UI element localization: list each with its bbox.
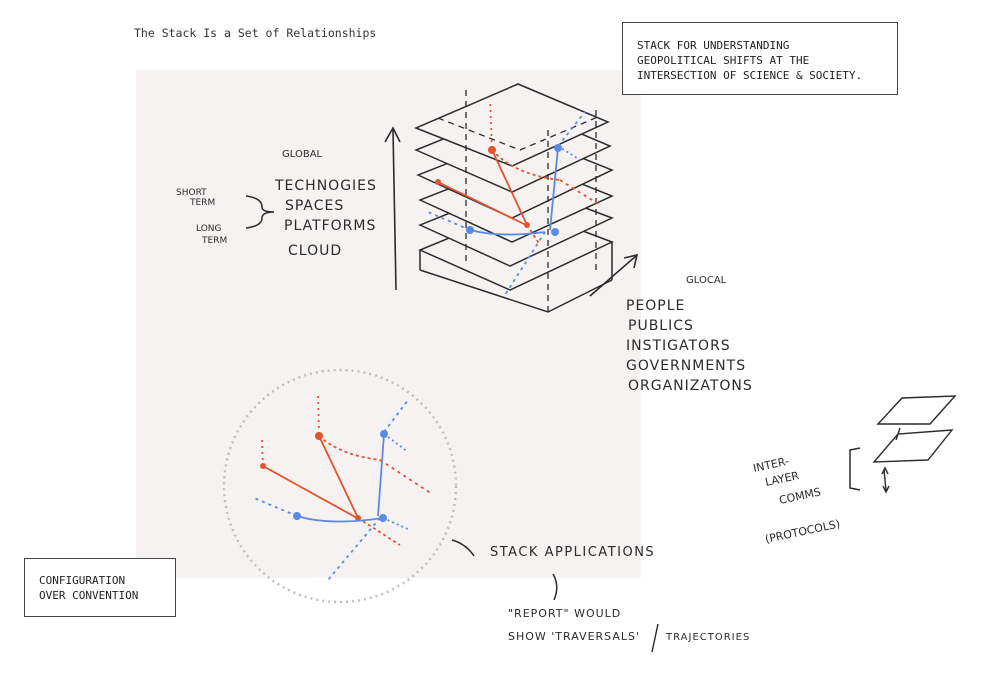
diagonal-arrow-icon: [589, 253, 639, 297]
detail-circle: [222, 368, 458, 604]
slash-mark: [651, 623, 659, 653]
configuration-line: CONFIGURATION: [39, 574, 126, 587]
layer-list-item: CLOUD: [288, 243, 342, 259]
layer-list-item: PLATFORMS: [284, 218, 376, 234]
long-term-label: LONG: [196, 224, 222, 234]
description-line: GEOPOLITICAL SHIFTS AT THE: [637, 54, 810, 67]
detail-red-traversal: [261, 391, 433, 546]
long-term-label: TERM: [201, 236, 227, 246]
layer-stack: [414, 83, 614, 313]
red-nodes: [435, 146, 530, 228]
detail-blue-nodes: [293, 430, 388, 522]
blue-traversal: [427, 111, 586, 296]
actor-list-item: PEOPLE: [626, 298, 685, 314]
blue-nodes: [466, 144, 562, 236]
layer-list-item: SPACES: [285, 198, 344, 214]
connector-line: [552, 573, 558, 601]
connector-line: [451, 539, 475, 557]
global-label: GLOBAL: [282, 149, 323, 160]
bracket-icon: [849, 447, 861, 491]
short-term-label: TERM: [189, 198, 215, 208]
stack-applications-label: STACK APPLICATIONS: [490, 545, 655, 560]
short-term-label: SHORT: [176, 188, 207, 198]
description-line: INTERSECTION OF SCIENCE & SOCIETY.: [637, 69, 863, 82]
report-line: SHOW 'TRAVERSALS': [508, 630, 640, 643]
actor-list-item: INSTIGATORS: [626, 338, 731, 354]
actor-list-item: PUBLICS: [628, 318, 694, 334]
description-line: STACK FOR UNDERSTANDING: [637, 39, 790, 52]
layer-list-item: TECHNOGIES: [274, 178, 377, 194]
inter-layer-label: LAYER: [764, 469, 801, 489]
mini-layers-icon: [872, 395, 957, 494]
report-line: "REPORT" WOULD: [508, 607, 621, 620]
brace-icon: [245, 195, 275, 229]
inter-layer-label: (PROTOCOLS): [764, 517, 841, 546]
detail-red-nodes: [260, 432, 361, 521]
glocal-label: GLOCAL: [686, 275, 727, 286]
actor-list-item: ORGANIZATONS: [628, 378, 753, 394]
inter-layer-label: COMMS: [778, 485, 822, 507]
actor-list-item: GOVERNMENTS: [626, 358, 746, 374]
stack-description-box: STACK FOR UNDERSTANDING GEOPOLITICAL SHI…: [622, 22, 898, 95]
configuration-box: CONFIGURATION OVER CONVENTION: [24, 558, 176, 617]
detail-blue-traversal: [253, 399, 411, 581]
layer-stack-dashed: [437, 90, 601, 312]
page-title: The Stack Is a Set of Relationships: [134, 26, 377, 40]
configuration-line: OVER CONVENTION: [39, 589, 139, 602]
red-traversal: [437, 99, 601, 246]
up-arrow-icon: [384, 126, 401, 291]
report-line: TRAJECTORIES: [665, 632, 750, 643]
